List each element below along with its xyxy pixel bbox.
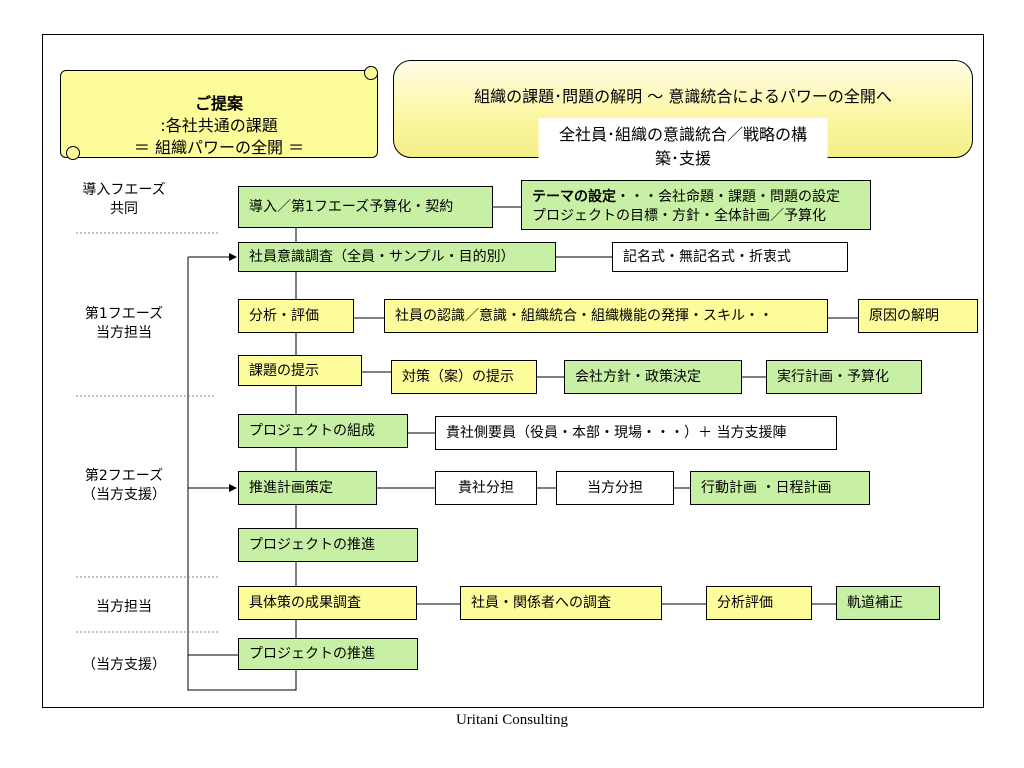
box-theme-setting: テーマの設定・・・会社命題・課題・問題の設定 プロジェクトの目標・方針・全体計画… [521,180,871,230]
scroll-curl-bottom [66,146,80,160]
box-our-share: 当方分担 [556,471,674,505]
box-course-correction: 軌道補正 [836,586,940,620]
phase-ours-label: 当方担当 [96,599,152,615]
headline-line1: 組織の課題･問題の解明 ～ 意識統合によるパワーの全開へ [474,87,892,106]
proposal-subject: :各社共通の課題 [160,116,278,135]
box-cause-identification: 原因の解明 [858,299,978,333]
box-promotion-plan: 推進計画策定 [238,471,377,505]
box-result-survey: 具体策の成果調査 [238,586,417,620]
diagram-frame [42,34,984,708]
box-project-promotion-1: プロジェクトの推進 [238,528,418,562]
box-survey-method: 記名式・無記名式・折衷式 [612,242,848,272]
phase-support-label: （当方支援） [82,657,166,673]
box-intro-budget-contract: 導入／第1フエーズ予算化・契約 [238,186,493,228]
box-analysis-eval: 分析評価 [706,586,812,620]
headline-box: 組織の課題･問題の解明 ～ 意識統合によるパワーの全開へ 全社員･組織の意識統合… [393,60,973,172]
box-issue-presentation: 課題の提示 [238,355,362,386]
scroll-curl-top [364,66,378,80]
box-company-policy: 会社方針・政策決定 [564,360,742,394]
box-project-members: 貴社側要員（役員・本部・現場・・・）＋ 当方支援陣 [435,416,837,450]
headline-line2: 全社員･組織の意識統合／戦略の構築･支援 [538,118,828,172]
proposal-scroll: ご提案 :各社共通の課題 ＝ 組織パワーの全開 ＝ [60,70,378,158]
proposal-label: ご提案 [194,94,243,113]
box-employee-awareness: 社員の認識／意識・組織統合・組織機能の発揮・スキル・・ [384,299,828,333]
box-employee-survey: 社員意識調査（全員・サンプル・目的別） [238,242,556,272]
phase-intro-label: 導入フエーズ共同 [82,182,166,217]
box-analysis-evaluation: 分析・評価 [238,299,354,333]
proposal-goal: ＝ 組織パワーの全開 ＝ [133,138,305,157]
box-project-promotion-2: プロジェクトの推進 [238,638,418,670]
box-client-share: 貴社分担 [435,471,537,505]
box-stakeholder-survey: 社員・関係者への調査 [460,586,662,620]
box-project-formation: プロジェクトの組成 [238,414,408,448]
box-execution-plan: 実行計画・予算化 [766,360,922,394]
box-action-schedule: 行動計画 ・日程計画 [690,471,870,505]
phase-1-label: 第1フエーズ当方担当 [84,306,164,341]
footer-credit: Uritani Consulting [455,712,569,728]
phase-2-label: 第2フエーズ（当方支援） [82,468,166,503]
box-measures-proposal: 対策（案）の提示 [391,360,537,394]
